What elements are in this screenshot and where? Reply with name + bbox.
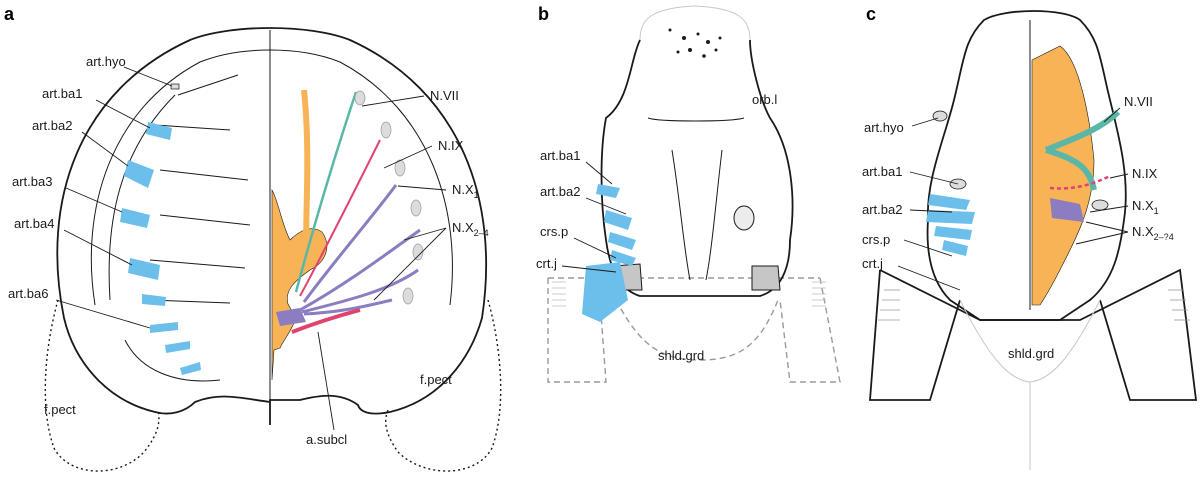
nerve-ix-a: [299, 139, 381, 297]
leader-art-hyo-c: [911, 117, 939, 127]
label-f-pect-right-a: f.pect: [420, 372, 452, 387]
girdle-hatching-b: [552, 281, 826, 307]
hyoid-articulation-a: [170, 83, 180, 90]
leader-n-x1-a: [397, 185, 447, 191]
label-f-pect-left-a: f.pect: [44, 402, 76, 417]
purple-base-a: [276, 308, 306, 326]
leader-art-ba2-b: [585, 197, 627, 215]
label-art-ba1-a: art.ba1: [42, 86, 82, 101]
leader-art-ba4-a: [63, 229, 133, 266]
leader-n-vii-a: [361, 95, 425, 107]
pectoral-fin-left-a: [44, 299, 160, 472]
label-n-x1-a: N.X1: [452, 182, 479, 200]
leader-n-vii-c: [1103, 107, 1121, 123]
leader-n-x24-a-2: [373, 227, 447, 301]
label-a-subcl-a: a.subcl: [306, 432, 347, 447]
label-n-x24-c: N.X2–?4: [1132, 224, 1174, 242]
label-n-x1-c: N.X1: [1132, 198, 1159, 216]
glenoid-right-b: [733, 205, 755, 231]
label-art-hyo-c: art.hyo: [864, 120, 904, 135]
branchial-lines-left-a: [108, 74, 251, 382]
pectoral-fin-right-a: [385, 299, 502, 472]
panel-c: c: [862, 4, 1198, 470]
label-n-ix-a: N.IX: [438, 138, 464, 153]
label-n-vii-c: N.VII: [1124, 94, 1153, 109]
leader-art-ba2-a: [81, 131, 129, 167]
label-crt-j-c: crt.j: [862, 256, 883, 271]
label-art-ba3-a: art.ba3: [12, 174, 52, 189]
vertebral-ribs-c: [1039, 220, 1063, 282]
girdle-hatching-c: [878, 289, 1190, 321]
label-orb-l-b: orb.l: [752, 92, 777, 107]
label-art-ba4-a: art.ba4: [14, 216, 54, 231]
leader-art-ba3-a: [65, 187, 123, 213]
leader-crs-p-b: [573, 237, 617, 259]
skull-outline-c: [926, 10, 1127, 321]
nerve-x-c: [1050, 198, 1084, 222]
label-art-hyo-a: art.hyo: [86, 54, 126, 69]
leader-n-ix-c: [1109, 173, 1129, 179]
nerve-ix-c: [1049, 174, 1111, 190]
skull-outline-b: [600, 39, 794, 297]
leader-art-ba2-c: [909, 209, 953, 213]
label-art-ba1-c: art.ba1: [862, 164, 902, 179]
leader-n-x24-c-2: [1075, 231, 1129, 245]
shoulder-girdle-c: [869, 268, 1198, 401]
leader-n-x1-c: [1089, 205, 1129, 213]
leader-art-ba1-b: [585, 161, 613, 185]
nerve-vii-a: [294, 91, 358, 293]
leader-crt-j-b: [561, 265, 617, 273]
foramina-right-a: [354, 90, 424, 305]
panel-label-b: b: [538, 4, 549, 24]
shoulder-girdle-b: [547, 277, 841, 383]
label-art-ba2-a: art.ba2: [32, 118, 72, 133]
branchial-articulations-a: [120, 122, 201, 375]
head-shield-outline-a: [56, 27, 488, 425]
leader-art-ba6-a: [55, 299, 151, 329]
cavity-orange-c: [1031, 45, 1095, 306]
leader-art-hyo-a: [123, 66, 173, 87]
branchial-articulations-c: [926, 194, 975, 256]
label-art-ba6-a: art.ba6: [8, 286, 48, 301]
label-shld-grd-b: shld.grd: [658, 348, 704, 363]
label-n-vii-a: N.VII: [430, 88, 459, 103]
ornament-pores-b: [668, 28, 722, 58]
label-art-ba1-b: art.ba1: [540, 148, 580, 163]
nerve-vii-c: [1044, 109, 1121, 191]
cranial-roof-b: [647, 117, 745, 281]
nerve-x1-a: [302, 184, 398, 303]
cartilage-right-b: [751, 265, 781, 291]
leader-crt-j-c: [897, 265, 961, 291]
leader-art-ba1-a: [95, 99, 151, 129]
label-crt-j-b: crt.j: [536, 256, 557, 271]
leader-crs-p-c: [903, 239, 953, 257]
leader-n-ix-a: [383, 145, 433, 169]
label-shld-grd-c: shld.grd: [1008, 346, 1054, 361]
branchial-articulations-b: [582, 184, 636, 322]
panel-label-c: c: [866, 4, 876, 24]
panel-b: b orb.l art.b: [536, 4, 841, 383]
label-crs-p-b: crs.p: [540, 224, 568, 239]
panel-label-a: a: [4, 4, 15, 24]
nerve-trunk-orange-a: [301, 89, 311, 251]
leader-a-subcl-a: [317, 331, 335, 431]
rostrum-outline-b: [639, 5, 751, 41]
leader-n-x24-a-1: [403, 227, 447, 241]
label-art-ba2-b: art.ba2: [540, 184, 580, 199]
leader-n-x24-c-1: [1085, 221, 1129, 233]
label-n-ix-c: N.IX: [1132, 166, 1158, 181]
label-crs-p-c: crs.p: [862, 232, 890, 247]
panel-a: a: [4, 4, 502, 472]
artery-subclavian-a: [291, 308, 361, 334]
label-art-ba2-c: art.ba2: [862, 202, 902, 217]
cavity-orange-a: [271, 188, 328, 381]
label-n-x24-a: N.X2–4: [452, 220, 489, 238]
girdle-inner-c: [959, 299, 1101, 470]
leader-art-ba1-c: [909, 171, 959, 185]
